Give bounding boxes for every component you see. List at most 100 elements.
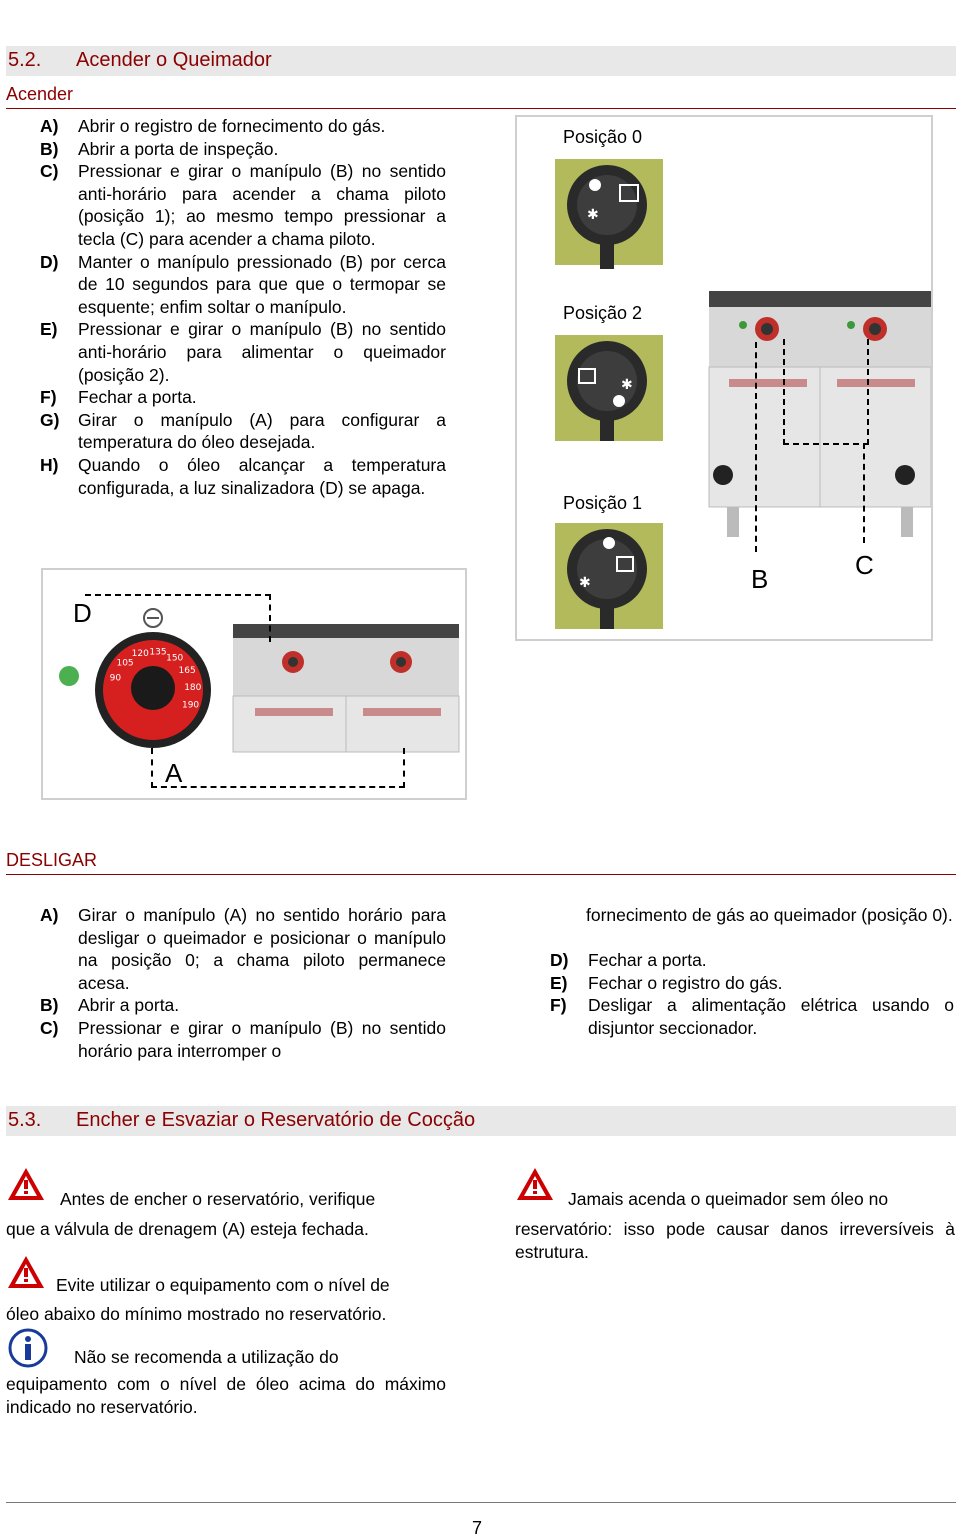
label-b: B (751, 564, 769, 594)
dash-line-b (755, 342, 757, 552)
list-item: E) Pressionar e girar o manípulo (B) no s… (40, 318, 446, 386)
dash-line-d-down (269, 594, 271, 642)
dial-number: 180 (184, 683, 201, 693)
warning-1-first-line: Antes de encher o reservatório, verifiqu… (60, 1189, 376, 1209)
svg-text:✱: ✱ (579, 575, 591, 591)
list-item-label: A) (40, 905, 59, 925)
section-title: Encher e Esvaziar o Reservatório de Cocç… (76, 1109, 476, 1131)
list-item-text: Fechar a porta. (78, 387, 197, 408)
list-item-label: G) (40, 409, 60, 430)
list-item-label: B) (40, 138, 59, 159)
list-item: F) Desligar a alimentação elétrica usando… (550, 994, 954, 1039)
list-item-text: Girar o manípulo (A) para configurar a t… (78, 409, 446, 453)
list-item: C) Pressionar e girar o manípulo (B) no s… (40, 1017, 446, 1062)
acender-rule (6, 108, 956, 109)
section-number: 5.3. (8, 1109, 42, 1131)
label-c: C (855, 550, 874, 580)
list-item: B) Abrir a porta de inspeção. (40, 138, 446, 161)
list-item-label: E) (550, 972, 568, 993)
fryer-top-drawing (232, 624, 460, 753)
list-item: A) Abrir o registro de fornecimento do gá… (40, 115, 446, 138)
position-2-label: Posição 2 (563, 303, 643, 323)
label-a: A (165, 758, 183, 788)
svg-text:✱: ✱ (621, 377, 633, 393)
list-item: C) Pressionar e girar o manípulo (B) no s… (40, 160, 446, 250)
footer-rule (6, 1502, 956, 1503)
section-title: Acender o Queimador (76, 49, 272, 71)
dial-number: 90 (110, 673, 122, 683)
desligar-steps-right: D) Fechar a porta. E) Fechar o registro do … (550, 949, 954, 1039)
desligar-continuation: fornecimento de gás ao queimador (posiçã… (586, 905, 953, 925)
list-item-text: Abrir a porta de inspeção. (78, 138, 279, 159)
list-item-text: Pressionar e girar o manípulo (B) no sen… (78, 319, 446, 385)
list-item: F) Fechar a porta. (40, 386, 446, 409)
dial-number: 190 (182, 701, 199, 711)
dash-line-c (783, 339, 869, 445)
list-item-label: E) (40, 319, 58, 340)
pilot-light-icon (59, 666, 79, 686)
dash-line-c-down (863, 443, 865, 543)
dial-number: 135 (149, 647, 166, 657)
list-item: E) Fechar o registro do gás. (550, 972, 954, 995)
list-item-text: Abrir o registro de fornecimento do gás. (78, 116, 386, 136)
list-item-label: D) (40, 251, 59, 272)
warning-icon (517, 1168, 553, 1200)
warning-2-rest: óleo abaixo do mínimo mostrado no reserv… (6, 1304, 387, 1324)
dial-number: 105 (116, 658, 133, 668)
info-icon (8, 1328, 48, 1368)
fryer-front-drawing (708, 291, 931, 537)
dial-number: 165 (179, 666, 196, 676)
list-item: B)Abrir a porta. (40, 994, 446, 1017)
warning-3-first-line: Jamais acenda o queimador sem óleo no (568, 1189, 889, 1209)
knob-position-2-icon: ✱ (555, 335, 663, 441)
burner-figure-drawing: ✱ ✱ ✱ (555, 159, 931, 629)
desligar-rule (6, 874, 956, 875)
knob-position-0-icon: ✱ (555, 159, 663, 269)
list-item-label: F) (550, 995, 567, 1016)
label-d: D (73, 598, 92, 628)
info-first-line: Não se recomenda a utilização do (74, 1347, 339, 1367)
list-item-label: D) (550, 950, 569, 970)
burner-positions-figure: ✱ ✱ ✱ (515, 115, 933, 641)
list-item: D)Manter o manípulo pressionado (B) por … (40, 251, 446, 319)
list-item-text: Girar o manípulo (A) no sentido horário … (78, 905, 446, 993)
list-item-text: Fechar a porta. (588, 950, 707, 970)
warning-2-first-line: Evite utilizar o equipamento com o nível… (56, 1275, 390, 1295)
warning-3-rest: reservatório: isso pode causar danos irr… (515, 1219, 955, 1262)
desligar-steps-left: A) Girar o manípulo (A) no sentido horári… (40, 904, 446, 1062)
list-item-text: Quando o óleo alcançar a temperatura con… (78, 454, 446, 498)
dash-line-d (85, 594, 271, 596)
list-item-text: Fechar o registro do gás. (588, 972, 783, 993)
list-item-text: Abrir a porta. (78, 995, 180, 1016)
position-1-label: Posição 1 (563, 493, 643, 513)
list-item: G) Girar o manípulo (A) para configurar a… (40, 409, 446, 454)
position-0-label: Posição 0 (563, 127, 643, 147)
dial-number: 120 (132, 649, 149, 659)
section-5-2-header: 5.2. Acender o Queimador (6, 46, 956, 76)
list-item-label: A) (40, 116, 59, 136)
acender-steps-list: A) Abrir o registro de fornecimento do gá… (40, 115, 446, 499)
acender-heading: Acender (6, 84, 74, 104)
desligar-heading: DESLIGAR (6, 850, 98, 870)
list-item: H) Quando o óleo alcançar a temperatura c… (40, 454, 446, 499)
list-item-label: H) (40, 454, 59, 475)
knob-position-1-icon: ✱ (555, 523, 663, 629)
warning-icon (8, 1168, 44, 1200)
section-number: 5.2. (8, 49, 42, 71)
dial-number: 150 (166, 653, 183, 663)
warning-icon (8, 1256, 44, 1288)
info-rest: equipamento com o nível de óleo acima do… (6, 1374, 446, 1417)
list-item-label: C) (40, 161, 59, 182)
thermostat-dial-icon (95, 632, 211, 748)
list-item-label: F) (40, 387, 57, 408)
warning-1-rest: que a válvula de drenagem (A) esteja fec… (6, 1219, 369, 1239)
list-item-text: Pressionar e girar o manípulo (B) no sen… (78, 161, 446, 249)
section-5-3-header: 5.3. Encher e Esvaziar o Reservatório de… (6, 1106, 956, 1136)
svg-text:✱: ✱ (587, 207, 599, 223)
list-item-text: Desligar a alimentação elétrica usando o… (588, 995, 954, 1038)
list-item: D) Fechar a porta. (550, 949, 954, 972)
list-item-label: C) (40, 1017, 59, 1038)
list-item-text: Pressionar e girar o manípulo (B) no sen… (78, 1017, 446, 1061)
